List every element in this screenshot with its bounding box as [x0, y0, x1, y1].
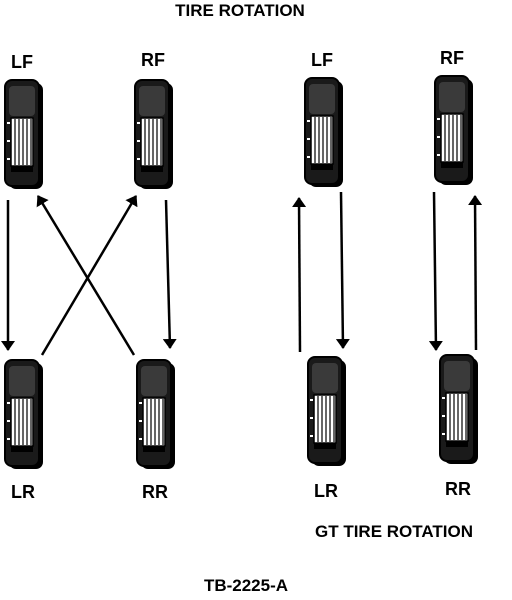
arrow-gt-lf-to-lr — [335, 191, 350, 349]
label-standard-rr: RR — [142, 482, 168, 502]
label-standard-lr: LR — [11, 482, 35, 502]
tire-standard-lr — [4, 359, 44, 470]
label-gt-lr: LR — [314, 481, 338, 501]
label-gt-rf: RF — [440, 48, 464, 68]
tire-standard-lf — [4, 79, 44, 190]
arrow-standard-lr-to-rf — [40, 195, 138, 356]
figure-id: TB-2225-A — [204, 576, 288, 595]
arrow-gt-lr-to-lf — [292, 197, 307, 353]
tire-gt-rf — [434, 75, 474, 186]
tire-standard-rf — [134, 79, 174, 190]
label-gt-lf: LF — [311, 50, 333, 70]
tire-gt-rr — [439, 354, 479, 465]
tire-gt-lr — [307, 356, 347, 467]
main-title: TIRE ROTATION — [175, 1, 305, 20]
label-standard-lf: LF — [11, 52, 33, 72]
arrow-gt-rf-to-rr — [428, 191, 443, 351]
arrow-standard-rf-to-rr — [162, 199, 177, 349]
arrow-standard-rr-to-lf — [36, 195, 136, 356]
label-standard-rf: RF — [141, 50, 165, 70]
gt-title: GT TIRE ROTATION — [315, 522, 473, 541]
tire-standard-rr — [136, 359, 176, 470]
arrow-gt-rr-to-rf — [468, 195, 483, 351]
label-gt-rr: RR — [445, 479, 471, 499]
tire-gt-lf — [304, 77, 344, 188]
